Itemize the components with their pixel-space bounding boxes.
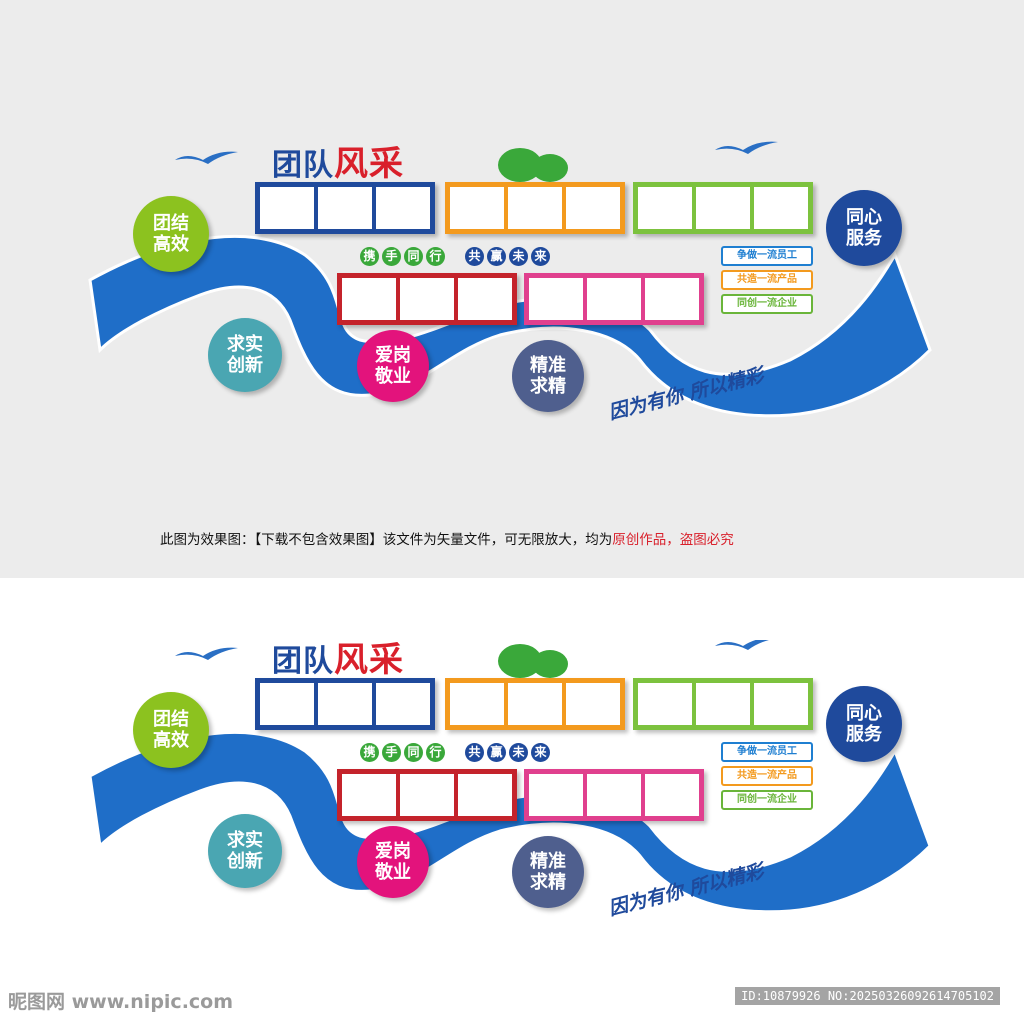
badge-1: 争做一流员工 — [721, 246, 813, 266]
page-title: 团队风采 — [272, 136, 404, 185]
badge-3: 同创一流企业 — [721, 790, 813, 810]
ribbon-graphic-clean — [88, 640, 932, 914]
photo-frame-red — [337, 769, 517, 821]
bird-right-icon — [715, 640, 769, 650]
slogan-left: 携手同行 — [360, 245, 448, 266]
bird-left-icon — [175, 151, 238, 164]
wall-design: 团队风采 携手同行 共赢未来 争做一流员工 共造一流产品 同创一流企业 团结高效 — [88, 136, 932, 424]
photo-frame-blue — [255, 678, 435, 730]
hill-icon — [498, 148, 542, 182]
photo-frame-green — [633, 182, 813, 234]
photo-frame-orange — [445, 182, 625, 234]
notice-text: 此图为效果图：【下载不包含效果图】该文件为矢量文件，可无限放大，均为原创作品，盗… — [160, 532, 734, 548]
photo-frame-blue — [255, 182, 435, 234]
circle-tongxin: 同心服务 — [826, 686, 902, 762]
preview-panel-top: 团队风采 携手同行 共赢未来 争做一流员工 共造一流产品 同创一流企业 团结高效 — [0, 0, 1024, 578]
title-part1: 团队 — [272, 148, 334, 183]
photo-frame-green — [633, 678, 813, 730]
badge-2: 共造一流产品 — [721, 270, 813, 290]
photo-frame-pink — [524, 273, 704, 325]
watermark-id: ID:10879926 NO:20250326092614705102 — [735, 987, 1000, 1005]
page-title-clean: 团队风采 — [272, 640, 404, 680]
circle-tuanjie: 团结高效 — [133, 196, 209, 272]
badge-1: 争做一流员工 — [721, 742, 813, 762]
circle-aigang: 爱岗敬业 — [357, 330, 429, 402]
circle-jingzhun: 精准求精 — [512, 340, 584, 412]
circle-tongxin: 同心服务 — [826, 190, 902, 266]
slogan-left: 携手同行 — [360, 741, 448, 762]
hill-icon — [498, 644, 542, 678]
circle-aigang: 爱岗敬业 — [357, 826, 429, 898]
badge-3: 同创一流企业 — [721, 294, 813, 314]
photo-frame-red — [337, 273, 517, 325]
title-part2: 风采 — [334, 144, 404, 184]
wall-design-clean: 团队风采 携手同行 共赢未来 争做一流员工 共造一流产品 同创一流企业 团结高效 — [0, 640, 1024, 1008]
ribbon-graphic — [88, 141, 932, 418]
slogan-right: 共赢未来 — [465, 245, 553, 266]
photo-frame-orange — [445, 678, 625, 730]
badge-2: 共造一流产品 — [721, 766, 813, 786]
circle-qiushi: 求实创新 — [208, 814, 282, 888]
photo-frame-pink — [524, 769, 704, 821]
circle-qiushi: 求实创新 — [208, 318, 282, 392]
bird-right-icon — [715, 141, 778, 154]
preview-panel-bottom: 团队风采 携手同行 共赢未来 争做一流员工 共造一流产品 同创一流企业 团结高效 — [0, 640, 1024, 1024]
circle-jingzhun: 精准求精 — [512, 836, 584, 908]
watermark-logo: 昵图网 www.nipic.com — [8, 991, 234, 1013]
bird-left-icon — [175, 647, 238, 660]
slogan-right: 共赢未来 — [465, 741, 553, 762]
circle-tuanjie: 团结高效 — [133, 692, 209, 768]
